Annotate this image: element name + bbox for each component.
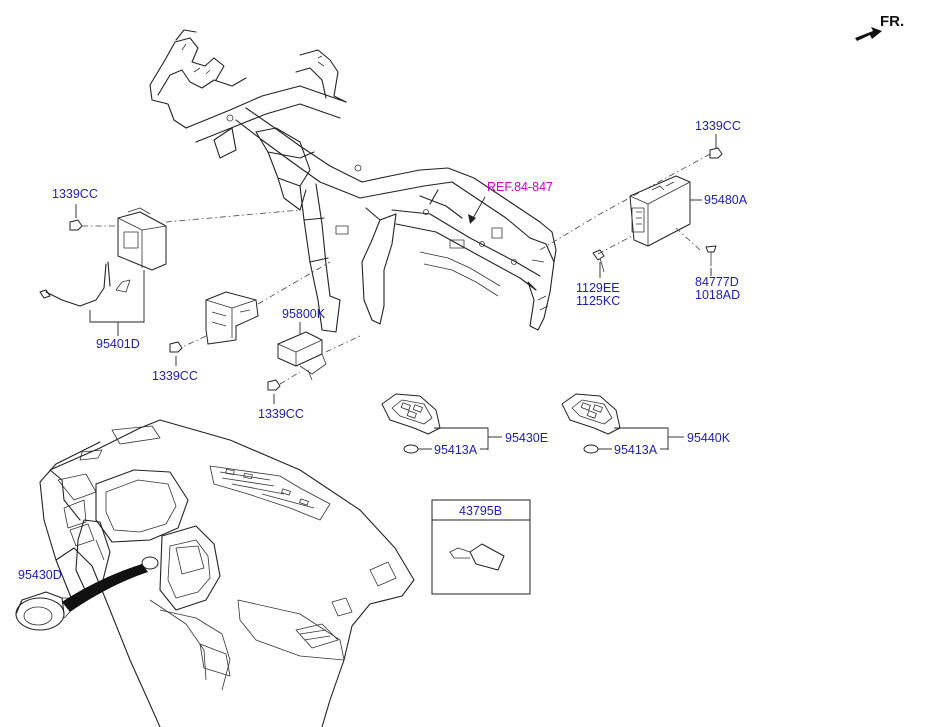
callout-84777d: 84777D (695, 275, 739, 289)
callout-1339cc-left: 1339CC (52, 187, 98, 201)
callout-1339cc-top-right: 1339CC (695, 119, 741, 133)
callout-95430d: 95430D (18, 568, 62, 582)
callout-43795b: 43795B (459, 504, 502, 518)
callout-1125kc: 1125KC (576, 294, 620, 308)
callout-95480a: 95480A (704, 193, 748, 207)
smart-key-module (629, 175, 691, 247)
battery-icon (403, 444, 419, 454)
screw-icon (705, 245, 717, 266)
callout-95401d: 95401D (96, 337, 140, 351)
cowl-cross-member (149, 29, 557, 333)
ref-label: REF.84-847 (487, 180, 553, 194)
instrument-panel (39, 419, 415, 727)
antenna-module (39, 207, 167, 307)
callout-1339cc-bottom: 1339CC (258, 407, 304, 421)
callout-1129ee: 1129EE (576, 281, 620, 295)
nut-icon (169, 341, 183, 353)
direction-label: FR. (880, 13, 904, 30)
start-stop-button (15, 556, 159, 631)
callout-95413a-1: 95413A (434, 443, 478, 457)
callout-95800k: 95800K (282, 307, 326, 321)
label-tag-box (431, 499, 531, 595)
nut-icon (267, 379, 281, 391)
control-module-95800k (277, 331, 327, 381)
smart-key-fob-2 (561, 393, 621, 435)
nut-icon (709, 147, 723, 159)
front-arrow-icon (855, 27, 882, 41)
battery-icon (583, 444, 599, 454)
mounting-bracket (205, 291, 259, 345)
callout-1339cc-mid-left: 1339CC (152, 369, 198, 383)
smart-key-fob-1 (381, 393, 441, 435)
nut-icon (69, 219, 83, 231)
callout-1018ad: 1018AD (695, 288, 740, 302)
callout-95430e: 95430E (505, 431, 548, 445)
callout-95440k: 95440K (687, 431, 731, 445)
callout-95413a-2: 95413A (614, 443, 658, 457)
